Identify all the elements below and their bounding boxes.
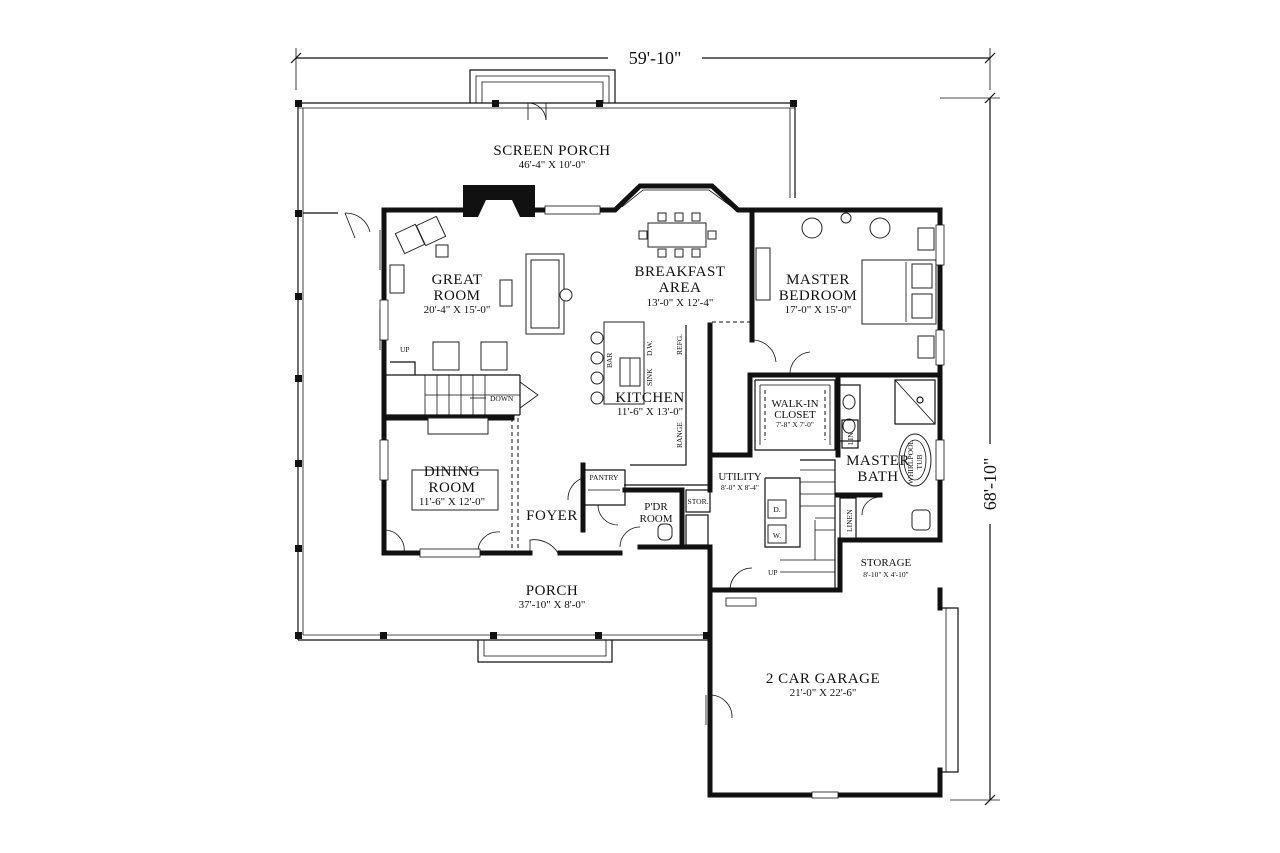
utility-up-label: UP <box>768 568 778 577</box>
utility-room: D. W. UTILITY 8'-0" X 8'-4" UP <box>707 372 836 607</box>
porch-label: PORCH <box>526 583 579 599</box>
garage-size: 21'-0" X 22'-6" <box>790 687 857 699</box>
great-room-size: 20'-4" X 15'-0" <box>424 304 491 316</box>
screen-porch-size: 46'-4" X 10'-0" <box>519 159 586 171</box>
dining-room: DINING ROOM 11'-6" X 12'-0" <box>381 415 519 554</box>
window-marks <box>379 205 945 558</box>
whirlpool-label-1: WHIRLPOOL <box>906 440 915 485</box>
garage: 2 CAR GARAGE 21'-0" X 22'-6" <box>766 671 880 699</box>
sink-label: SINK <box>645 368 654 386</box>
screen-porch: SCREEN PORCH 46'-4" X 10'-0" <box>295 69 797 640</box>
garage-label: 2 CAR GARAGE <box>766 671 880 687</box>
breakfast-label-2: AREA <box>659 280 702 296</box>
kitchen-size: 11'-6" X 13'-0" <box>617 406 683 418</box>
great-room-label-2: ROOM <box>433 288 480 304</box>
refg-label: REFG. <box>675 334 684 355</box>
exterior-walls <box>381 183 959 799</box>
depth-dimension: 68'-10" <box>940 92 1000 806</box>
master-bedroom-label-2: BEDROOM <box>779 288 858 304</box>
storage-size: 8'-10" X 4'-10" <box>863 570 909 579</box>
porch-size: 37'-10" X 8'-0" <box>519 599 586 611</box>
breakfast-area: BREAKFAST AREA 13'-0" X 12'-4" <box>635 212 726 309</box>
closet-label-1: WALK-IN <box>771 398 818 410</box>
master-bedroom-label-1: MASTER <box>786 272 850 288</box>
closet-label-2: CLOSET <box>774 409 816 421</box>
overall-depth-label: 68'-10" <box>980 458 1000 511</box>
linen-label: LINEN <box>845 509 854 532</box>
pantry-label: PANTRY <box>590 473 619 482</box>
kitchen: BAR SINK D.W. REFG. RANGE KITCHEN 11'-6"… <box>590 321 750 493</box>
dryer-label: D. <box>773 505 780 514</box>
dw-label: D.W. <box>645 340 654 356</box>
stairs: UP DOWN <box>384 345 539 416</box>
screen-porch-label: SCREEN PORCH <box>493 143 610 159</box>
breakfast-size: 13'-0" X 12'-4" <box>647 297 714 309</box>
master-bedroom-size: 17'-0" X 15'-0" <box>785 304 852 316</box>
breakfast-label-1: BREAKFAST <box>635 264 726 280</box>
storage-label: STORAGE <box>861 557 912 569</box>
stair-down-label: DOWN <box>490 394 514 403</box>
front-porch: PORCH 37'-10" X 8'-0" <box>298 539 710 663</box>
dining-room-label-2: ROOM <box>428 480 475 496</box>
great-room-label-1: GREAT <box>432 272 483 288</box>
dining-room-size: 11'-6" X 12'-0" <box>419 496 485 508</box>
whirlpool-label-2: TUB <box>915 455 924 470</box>
bar-label: BAR <box>605 353 614 368</box>
lin-label: LIN. <box>846 431 855 445</box>
stor-label: STOR. <box>688 497 709 506</box>
foyer-label: FOYER <box>526 508 578 524</box>
overall-width-label: 59'-10" <box>629 48 682 68</box>
master-bath: LIN. WHIRLPOOL TUB MASTER BATH LINEN <box>835 372 936 541</box>
width-dimension: 59'-10" <box>290 48 996 90</box>
kitchen-label: KITCHEN <box>615 390 684 406</box>
master-bath-label-1: MASTER <box>846 453 910 469</box>
dining-room-label-1: DINING <box>424 464 480 480</box>
foyer-area: PANTRY FOYER P'DR ROOM STOR. <box>526 462 711 550</box>
stair-up-label: UP <box>400 345 410 354</box>
storage: STORAGE 8'-10" X 4'-10" <box>861 557 912 579</box>
master-bath-label-2: BATH <box>857 469 898 485</box>
great-room: GREAT ROOM 20'-4" X 15'-0" <box>379 185 573 371</box>
range-label: RANGE <box>675 422 684 448</box>
master-bedroom: MASTER BEDROOM 17'-0" X 15'-0" <box>749 212 943 378</box>
walk-in-closet: WALK-IN CLOSET 7'-8" X 7'-0" <box>754 379 836 451</box>
washer-label: W. <box>773 531 781 540</box>
pdr-room-label-1: P'DR <box>644 501 668 513</box>
utility-size: 8'-0" X 8'-4" <box>721 483 759 492</box>
pdr-room-label-2: ROOM <box>639 513 672 525</box>
utility-label: UTILITY <box>718 471 761 483</box>
closet-size: 7'-8" X 7'-0" <box>776 420 814 429</box>
